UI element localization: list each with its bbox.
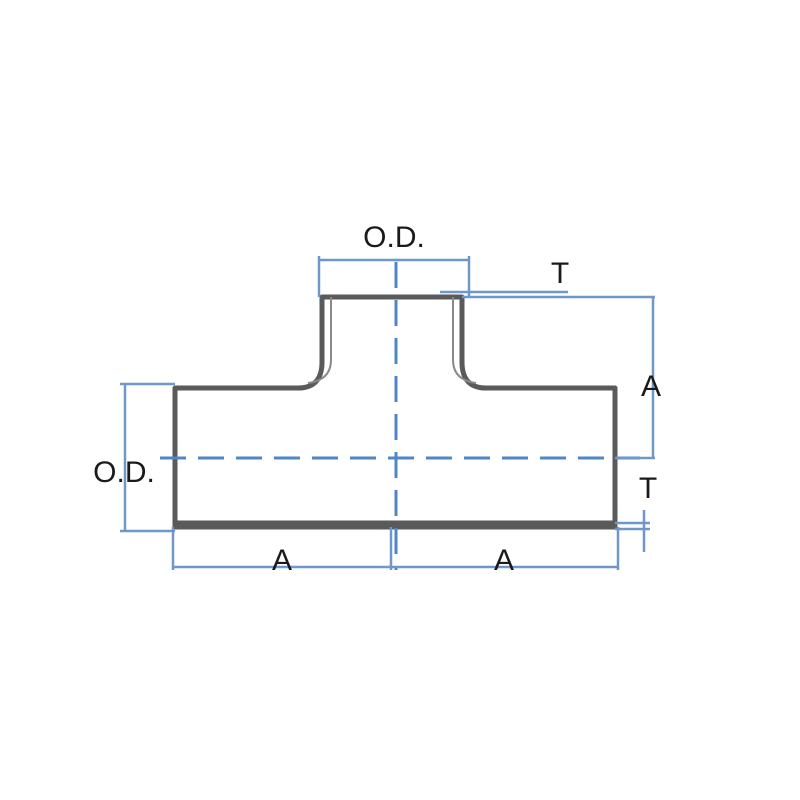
tee-inner-wall (307, 297, 332, 384)
top-od-label: O.D. (363, 221, 425, 254)
right-t-dimension: T (615, 456, 657, 552)
top-t-label: T (551, 257, 569, 290)
right-a-label: A (641, 370, 661, 403)
tee-inner-wall-right (452, 297, 477, 384)
top-t-dimension: T (440, 257, 655, 299)
left-od-label: O.D. (93, 456, 155, 489)
top-od-dimension: O.D. (317, 221, 471, 297)
right-a-dimension: A (641, 297, 661, 458)
bottom-right-a-label: A (494, 544, 514, 577)
bottom-left-a-label: A (272, 544, 292, 577)
bottom-a-dimensions: A A (171, 527, 620, 577)
centerlines (160, 262, 640, 570)
right-t-label: T (639, 472, 657, 505)
left-od-dimension: O.D. (93, 382, 175, 533)
